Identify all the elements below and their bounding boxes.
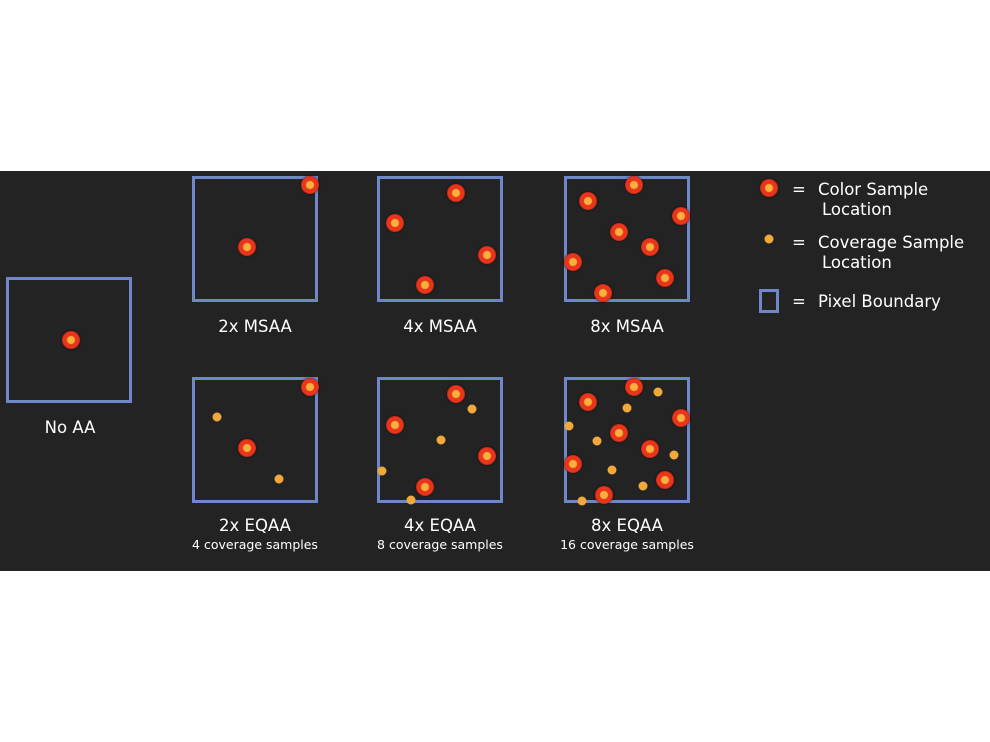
caption-2x-msaa: 2x MSAA xyxy=(218,317,292,336)
coverage-sample-dot xyxy=(638,481,648,491)
legend-color-sample-line1: Color Sample xyxy=(818,180,929,199)
color-sample-dot xyxy=(641,440,659,458)
coverage-sample-dot xyxy=(592,436,602,446)
caption-8x-eqaa: 8x EQAA xyxy=(591,516,663,535)
coverage-sample-dot xyxy=(212,412,222,422)
legend-color-sample-icon xyxy=(760,179,778,197)
color-sample-dot xyxy=(610,223,628,241)
coverage-sample-dot xyxy=(436,435,446,445)
caption-2x-eqaa: 2x EQAA xyxy=(219,516,291,535)
caption-8x-msaa: 8x MSAA xyxy=(590,317,664,336)
legend-coverage-sample-line1: Coverage Sample xyxy=(818,233,965,252)
diagram-background xyxy=(0,171,990,571)
legend-coverage-sample-icon xyxy=(764,234,774,244)
legend-coverage-sample-line2: Location xyxy=(822,253,892,272)
color-sample-dot xyxy=(672,207,690,225)
caption-4x-eqaa: 4x EQAA xyxy=(404,516,476,535)
coverage-sample-dot xyxy=(622,403,632,413)
legend-equals: = xyxy=(792,233,806,252)
color-sample-dot xyxy=(478,246,496,264)
coverage-sample-dot xyxy=(467,404,477,414)
color-sample-dot xyxy=(416,276,434,294)
subcaption-4x-eqaa: 8 coverage samples xyxy=(377,537,503,552)
color-sample-dot xyxy=(478,447,496,465)
color-sample-dot xyxy=(672,409,690,427)
color-sample-dot xyxy=(386,214,404,232)
pixel-box-4x-eqaa xyxy=(377,377,503,505)
legend-equals: = xyxy=(792,292,806,311)
color-sample-dot xyxy=(301,378,319,396)
color-sample-dot xyxy=(416,478,434,496)
legend-color-sample-label: Color Sample Location xyxy=(818,180,928,220)
color-sample-dot xyxy=(386,416,404,434)
color-sample-dot xyxy=(447,184,465,202)
color-sample-dot xyxy=(579,192,597,210)
legend-color-sample-line2: Location xyxy=(822,200,892,219)
coverage-sample-dot xyxy=(564,421,574,431)
color-sample-dot xyxy=(238,238,256,256)
color-sample-dot xyxy=(641,238,659,256)
color-sample-dot xyxy=(656,471,674,489)
color-sample-dot xyxy=(625,176,643,194)
color-sample-dot xyxy=(579,393,597,411)
legend-pixel-boundary-label: Pixel Boundary xyxy=(818,292,941,311)
color-sample-dot xyxy=(595,486,613,504)
subcaption-8x-eqaa: 16 coverage samples xyxy=(560,537,694,552)
coverage-sample-dot xyxy=(577,496,587,506)
color-sample-dot xyxy=(564,253,582,271)
coverage-sample-dot xyxy=(274,474,284,484)
legend-coverage-sample-label: Coverage Sample Location xyxy=(818,233,964,273)
legend-pixel-boundary-icon xyxy=(759,289,779,313)
caption-no-aa: No AA xyxy=(44,418,96,437)
subcaption-2x-eqaa: 4 coverage samples xyxy=(192,537,318,552)
color-sample-dot xyxy=(610,424,628,442)
pixel-box-4x-msaa xyxy=(377,176,503,302)
pixel-box-2x-msaa xyxy=(192,176,319,302)
color-sample-dot xyxy=(238,439,256,457)
color-sample-dot xyxy=(656,269,674,287)
color-sample-dot xyxy=(594,284,612,302)
color-sample-dot xyxy=(62,331,80,349)
coverage-sample-dot xyxy=(669,450,679,460)
color-sample-dot xyxy=(447,385,465,403)
pixel-box-8x-eqaa xyxy=(564,377,690,506)
coverage-sample-dot xyxy=(653,387,663,397)
legend-equals: = xyxy=(792,180,806,199)
color-sample-dot xyxy=(301,176,319,194)
coverage-sample-dot xyxy=(607,465,617,475)
color-sample-dot xyxy=(564,455,582,473)
pixel-box-no-aa xyxy=(6,277,132,403)
pixel-box-8x-msaa xyxy=(564,176,690,302)
pixel-box-2x-eqaa xyxy=(192,377,319,503)
color-sample-dot xyxy=(625,378,643,396)
coverage-sample-dot xyxy=(406,495,416,505)
coverage-sample-dot xyxy=(377,466,387,476)
caption-4x-msaa: 4x MSAA xyxy=(403,317,477,336)
